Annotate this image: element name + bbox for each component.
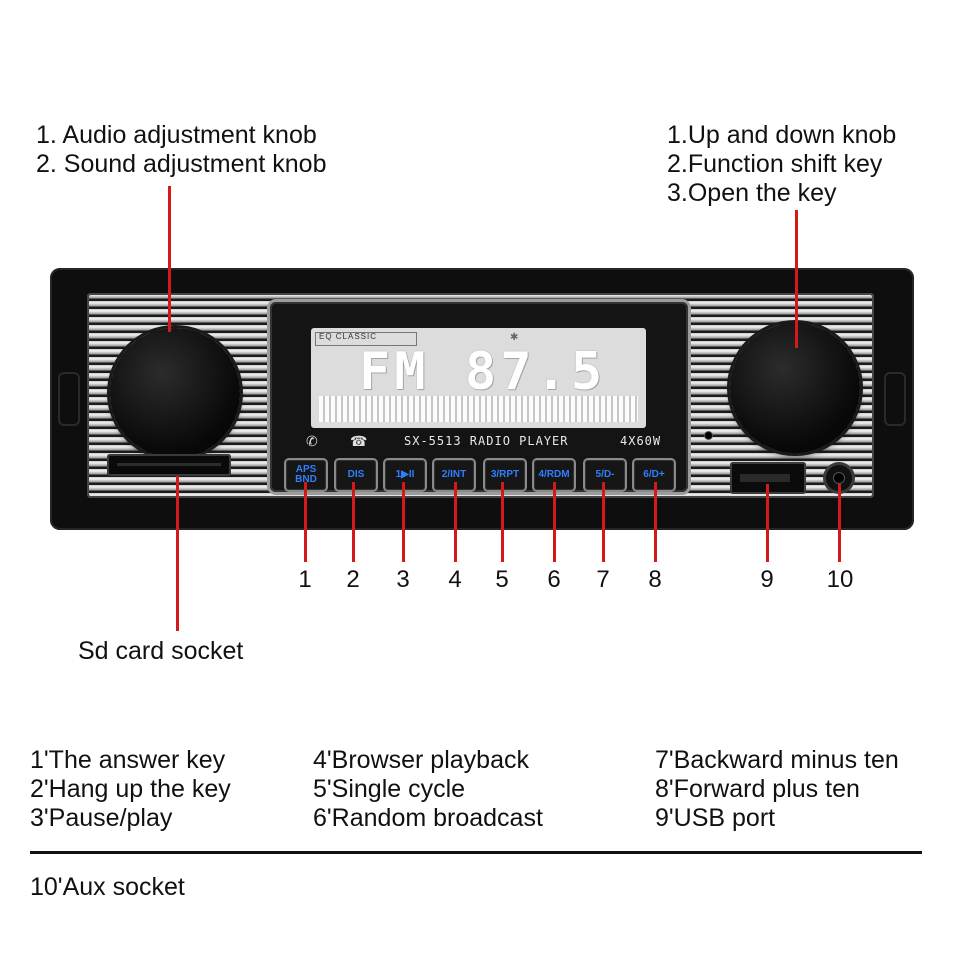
legend-item-2: 2'Hang up the key [30,775,231,803]
lcd-screen: EQ CLASSIC FM 87.5 [311,328,646,428]
leader-3 [402,482,405,562]
hangup-phone-icon: ☎ [350,433,368,449]
left-volume-knob[interactable] [110,328,240,458]
label-6: 6 [547,566,561,593]
label-3: 3 [396,566,410,593]
callout-right-line-1: 1.Up and down knob [667,121,897,149]
legend-item-7: 7'Backward minus ten [655,746,899,774]
legend-item-1: 1'The answer key [30,746,226,774]
leader-1 [304,482,307,562]
legend-item-6: 6'Random broadcast [313,804,543,832]
leader-7 [602,482,605,562]
label-2: 2 [346,566,360,593]
label-5: 5 [495,566,509,593]
sd-card-slot[interactable] [107,454,231,476]
leader-right-knob [795,210,798,348]
aps-bnd-button[interactable]: APS BND [286,460,326,490]
leader-5 [501,482,504,562]
microphone-hole [705,432,712,439]
leader-6 [553,482,556,562]
eq-mode-text: EQ CLASSIC [319,332,378,341]
label-8: 8 [648,566,662,593]
answer-phone-icon: ✆ [306,433,318,449]
model-label: SX-5513 RADIO PLAYER [404,434,569,448]
label-7: 7 [596,566,610,593]
power-label: 4X60W [620,434,662,448]
callout-right-line-2: 2.Function shift key [667,150,883,178]
legend-item-10: 10'Aux socket [30,873,185,901]
d-minus-button[interactable]: 5/D- [585,460,625,490]
equalizer-bars [319,396,638,422]
leader-sd-slot [176,476,179,631]
leader-4 [454,482,457,562]
bluetooth-icon: ✱ [510,332,519,343]
legend-item-3: 3'Pause/play [30,804,173,832]
leader-2 [352,482,355,562]
legend-item-9: 9'USB port [655,804,776,832]
left-mount-tab [58,372,80,426]
leader-left-knob [168,186,171,332]
divider-line [30,851,922,854]
label-10: 10 [826,566,854,593]
play-pause-button[interactable]: 1▶II [385,460,425,490]
label-4: 4 [448,566,462,593]
label-9: 9 [760,566,774,593]
legend-item-8: 8'Forward plus ten [655,775,860,803]
sd-card-label: Sd card socket [78,637,244,665]
dis-button[interactable]: DIS [336,460,376,490]
eq-mode-box [315,332,417,346]
callout-left-line-2: 2. Sound adjustment knob [36,150,327,178]
leader-10 [838,484,841,562]
legend-item-4: 4'Browser playback [313,746,529,774]
leader-8 [654,482,657,562]
label-1: 1 [298,566,312,593]
legend-item-5: 5'Single cycle [313,775,466,803]
rpt-button[interactable]: 3/RPT [485,460,525,490]
right-mount-tab [884,372,906,426]
callout-left-line-1: 1. Audio adjustment knob [36,121,317,149]
callout-right-line-3: 3.Open the key [667,179,837,207]
leader-9 [766,484,769,562]
frequency-readout: FM 87.5 [359,342,607,402]
